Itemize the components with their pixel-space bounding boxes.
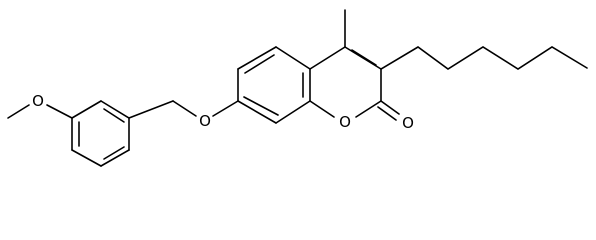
hexyl-chain xyxy=(380,46,588,70)
atom-ether-oxygen: O xyxy=(197,112,213,130)
atom-ring-oxygen: O xyxy=(337,113,353,131)
bond-carbonyl-b xyxy=(377,106,397,121)
atom-carbonyl-oxygen: O xyxy=(400,114,416,132)
bond-ring-ch2 xyxy=(128,100,174,119)
svg-text:O: O xyxy=(199,112,211,130)
bond-methyl-methoxy-o xyxy=(7,104,30,119)
atom-methoxy-oxygen: O xyxy=(30,92,46,110)
methoxyphenyl-ring xyxy=(71,100,130,167)
svg-text:O: O xyxy=(339,113,351,131)
svg-text:O: O xyxy=(402,114,414,132)
coumarin-benzo-ring xyxy=(237,46,311,124)
svg-text:O: O xyxy=(32,92,44,110)
bond-methoxy-o-ring xyxy=(46,104,73,119)
bond-ether-o-coumarin xyxy=(212,100,239,117)
pyranone-ring xyxy=(309,46,382,118)
molecule-diagram: O O O O xyxy=(7,9,588,167)
bond-ch2-ether-o xyxy=(172,100,197,117)
bond-carbonyl-a xyxy=(380,100,400,115)
